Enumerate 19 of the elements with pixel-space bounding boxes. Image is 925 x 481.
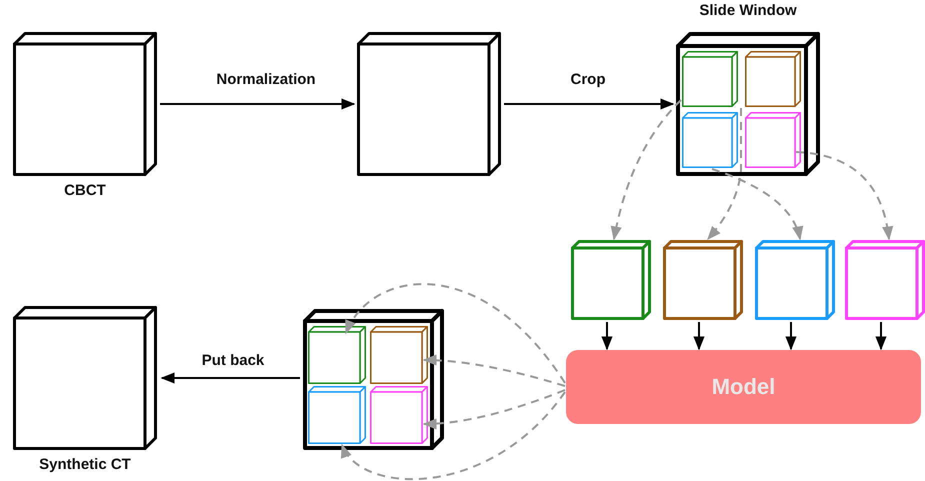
- dashed-arrow: [422, 354, 566, 387]
- arrow: [785, 322, 797, 350]
- dashed-arrow: [341, 391, 566, 480]
- arrow: [875, 322, 887, 350]
- arrow: [504, 98, 674, 110]
- arrow: [160, 98, 356, 110]
- arrow: [601, 322, 613, 350]
- arrow: [160, 372, 300, 384]
- cube-caption: Synthetic CT: [39, 456, 131, 473]
- model-block: Model: [566, 350, 921, 424]
- arrow: [693, 322, 705, 350]
- cube-caption: CBCT: [64, 182, 106, 199]
- edge-label: Crop: [568, 71, 608, 88]
- dashed-arrow: [345, 284, 566, 384]
- dashed-arrow: [422, 389, 566, 430]
- dashed-arrow: [796, 151, 893, 240]
- dashed-arrow: [610, 99, 682, 240]
- cube-title: Slide Window: [699, 2, 797, 19]
- dashed-arrow: [712, 168, 802, 240]
